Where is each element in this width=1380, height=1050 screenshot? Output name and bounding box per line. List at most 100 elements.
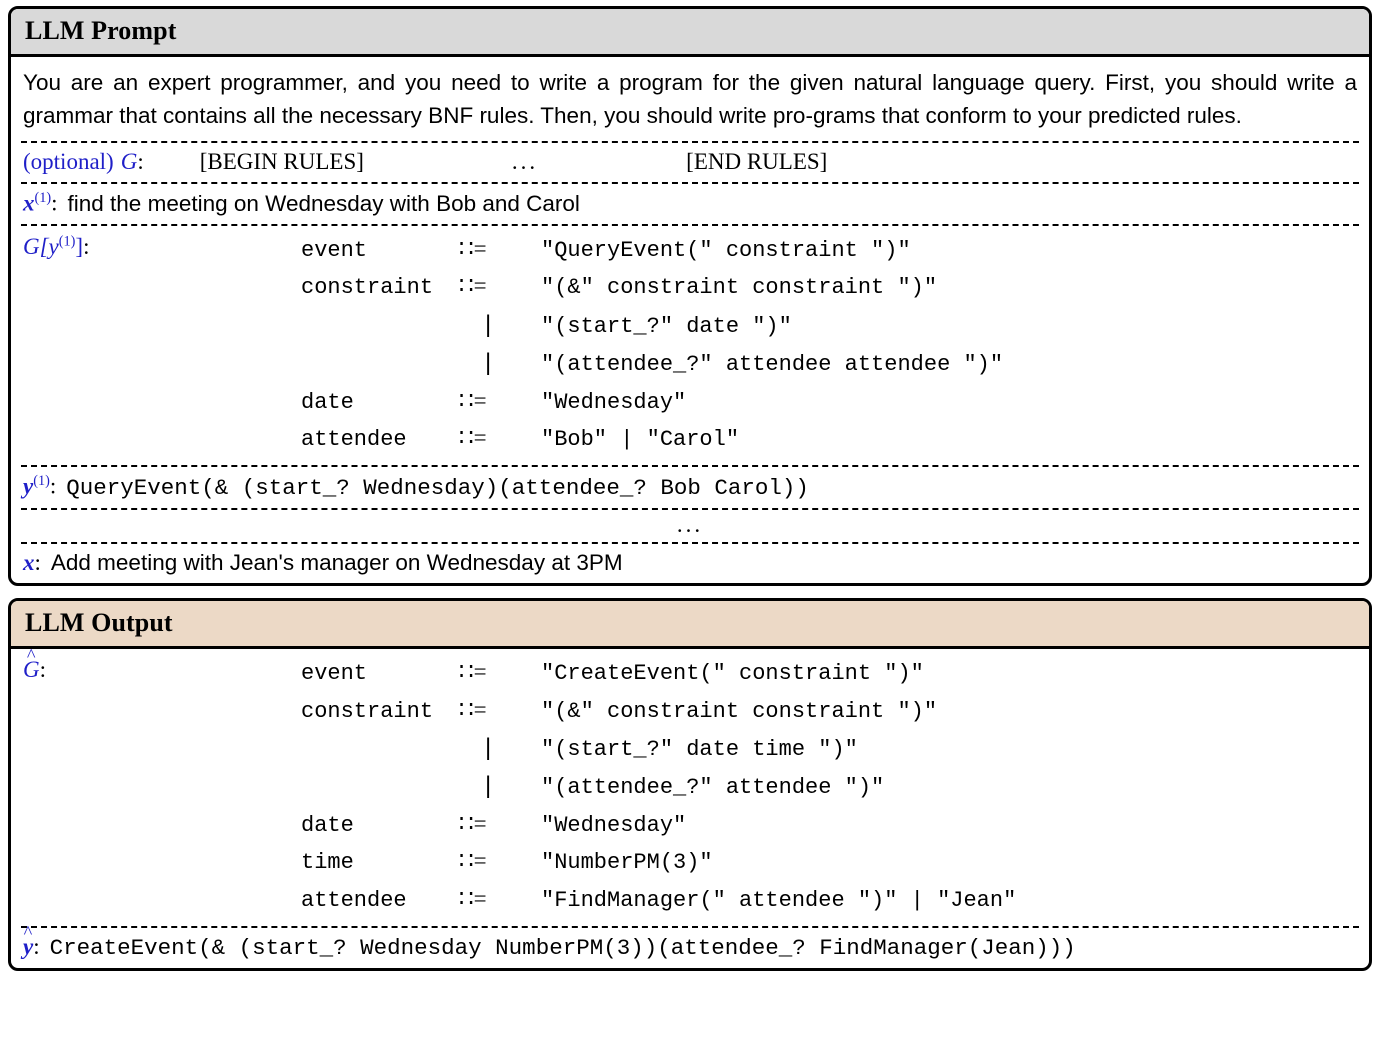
- optional-rules-row: (optional)G: [BEGIN RULES] ... [END RULE…: [11, 143, 1369, 182]
- test-query-text: Add meeting with Jean's manager on Wedne…: [50, 550, 623, 576]
- label-colon: :: [39, 657, 47, 683]
- predicted-grammar-rules-body: event∷="CreateEvent(" constraint ")"cons…: [301, 655, 1016, 919]
- rule-lhs: [301, 345, 459, 383]
- rule-rhs: "(&" constraint constraint ")": [541, 698, 938, 724]
- g-hat-wrap: ^G: [23, 645, 40, 683]
- rule-rhs: "Bob" | "Carol": [541, 427, 740, 453]
- grammar-bracket-close: ]: [75, 234, 84, 260]
- y-hat-wrap: ^y: [23, 922, 34, 960]
- grammar-rule-row: date ∷= "Wednesday": [301, 807, 1016, 844]
- llm-output-title: LLM Output: [11, 601, 1369, 650]
- hat-accent-icon: ^: [23, 921, 33, 942]
- predicted-program-text: CreateEvent(& (start_? Wednesday NumberP…: [49, 935, 1076, 962]
- divider: [21, 508, 1359, 511]
- rule-operator: ∷=: [459, 387, 487, 413]
- llm-prompt-body: You are an expert programmer, and you ne…: [11, 57, 1369, 583]
- rule-rhs: "(start_?" date time ")": [541, 737, 858, 762]
- label-colon: :: [49, 474, 57, 500]
- label-colon: :: [137, 149, 144, 175]
- grammar-rule-row: constraint∷="(&" constraint constraint "…: [301, 269, 1003, 306]
- rule-operator: |: [485, 734, 492, 761]
- grammar-rule-row: | "(start_?" date ")": [301, 307, 1003, 345]
- divider: [21, 182, 1359, 185]
- rule-operator: ∷=: [459, 659, 487, 685]
- end-rules-marker: [END RULES]: [686, 149, 828, 175]
- rule-lhs: date: [301, 812, 354, 838]
- rule-rhs: "Wednesday": [541, 812, 687, 838]
- rule-rhs: "(attendee_?" attendee attendee ")": [541, 352, 1004, 378]
- grammar-rule-row: attendee ∷= "FindManager(" attendee ")" | …: [301, 882, 1016, 919]
- rule-rhs: "FindManager(" attendee ")" | "Jean": [541, 887, 1017, 913]
- rule-rhs: "(start_?" date ")": [541, 313, 792, 339]
- example-program-row: y(1): QueryEvent(& (start_? Wednesday)(a…: [11, 467, 1369, 508]
- predicted-program-row: ^y: CreateEvent(& (start_? Wednesday Num…: [11, 922, 1369, 968]
- predicted-grammar-rules: event∷="CreateEvent(" constraint ")"cons…: [301, 655, 1016, 919]
- example-grammar-row: G[y(1)]: event∷="QueryEvent(" constraint…: [11, 226, 1369, 466]
- rule-rhs: "Wednesday": [541, 389, 687, 415]
- example-program-label: y(1):: [23, 473, 56, 500]
- x-superscript: (1): [34, 190, 52, 207]
- rule-lhs: [301, 768, 459, 806]
- example-query-text: find the meeting on Wednesday with Bob a…: [67, 190, 580, 216]
- rule-lhs: attendee: [301, 427, 407, 453]
- grammar-rule-row: constraint ∷= "(&" constraint constraint "…: [301, 693, 1016, 730]
- optional-rules-label: (optional)G:: [23, 149, 144, 175]
- rule-lhs: date: [301, 389, 354, 415]
- label-colon: :: [34, 550, 41, 576]
- grammar-symbol-g: G: [120, 149, 138, 175]
- y-superscript: (1): [33, 473, 50, 490]
- rule-operator: ∷=: [459, 885, 487, 911]
- rule-operator: ∷=: [459, 696, 487, 722]
- llm-prompt-panel: LLM Prompt You are an expert programmer,…: [8, 6, 1372, 587]
- llm-prompt-title: LLM Prompt: [11, 9, 1369, 57]
- rule-operator: ∷=: [459, 235, 487, 261]
- divider: [21, 465, 1359, 468]
- grammar-rule-row: date ∷= "Wednesday": [301, 384, 1003, 421]
- rule-rhs: "(&" constraint constraint ")": [541, 275, 938, 301]
- grammar-rule-row: event ∷= "QueryEvent(" constraint ")": [301, 232, 1003, 269]
- x-symbol: x: [23, 550, 35, 576]
- predicted-grammar-row: ^G: event∷="CreateEvent(" constraint ")"…: [11, 645, 1369, 926]
- grammar-rule-row: attendee ∷= "Bob" | "Carol": [301, 421, 1003, 458]
- divider: [21, 141, 1359, 144]
- y-symbol: y: [23, 934, 34, 960]
- rule-lhs: event: [301, 661, 368, 687]
- rule-lhs: time: [301, 850, 354, 876]
- rules-ellipsis: ...: [511, 149, 539, 175]
- test-query-row: x: Add meeting with Jean's manager on We…: [11, 544, 1369, 583]
- rule-lhs: [301, 307, 459, 345]
- rule-lhs: [301, 730, 459, 768]
- rule-rhs: "(attendee_?" attendee ")": [541, 775, 885, 801]
- rule-operator: ∷=: [459, 810, 487, 836]
- rule-lhs: attendee: [301, 887, 407, 913]
- rule-operator: ∷=: [459, 425, 487, 451]
- predicted-program-label: ^y:: [23, 922, 40, 960]
- label-colon: :: [83, 234, 90, 260]
- llm-output-body: ^G: event∷="CreateEvent(" constraint ")"…: [11, 645, 1369, 968]
- grammar-rule-row: |"(attendee_?" attendee attendee ")": [301, 345, 1003, 383]
- llm-output-panel: LLM Output ^G: event∷="CreateEvent(" con…: [8, 598, 1372, 972]
- rule-operator: |: [485, 310, 492, 338]
- example-query-label: x(1):: [23, 190, 58, 217]
- test-query-label: x:: [23, 550, 41, 576]
- optional-prefix: (optional): [23, 149, 114, 175]
- rule-rhs: "QueryEvent(" constraint ")": [541, 237, 911, 263]
- example-grammar-rules-body: event ∷= "QueryEvent(" constraint ")" const…: [301, 232, 1003, 459]
- divider: [21, 926, 1359, 929]
- label-colon: :: [33, 934, 40, 960]
- instruction-text: You are an expert programmer, and you ne…: [23, 70, 1357, 129]
- x-symbol: x: [23, 190, 35, 216]
- rule-lhs: constraint: [301, 698, 434, 724]
- grammar-rule-row: | "(attendee_?" attendee ")": [301, 768, 1016, 806]
- example-grammar-rules: event ∷= "QueryEvent(" constraint ")" const…: [301, 232, 1003, 459]
- rule-lhs: event: [301, 237, 368, 263]
- begin-rules-marker: [BEGIN RULES]: [199, 149, 364, 175]
- rule-operator: ∷=: [459, 848, 487, 874]
- grammar-rule-row: time∷="NumberPM(3)": [301, 844, 1016, 881]
- grammar-rule-row: event∷="CreateEvent(" constraint ")": [301, 655, 1016, 692]
- grammar-superscript: (1): [58, 233, 76, 250]
- example-query-row: x(1): find the meeting on Wednesday with…: [11, 184, 1369, 224]
- rule-lhs: constraint: [301, 275, 434, 301]
- rule-operator: |: [485, 772, 492, 800]
